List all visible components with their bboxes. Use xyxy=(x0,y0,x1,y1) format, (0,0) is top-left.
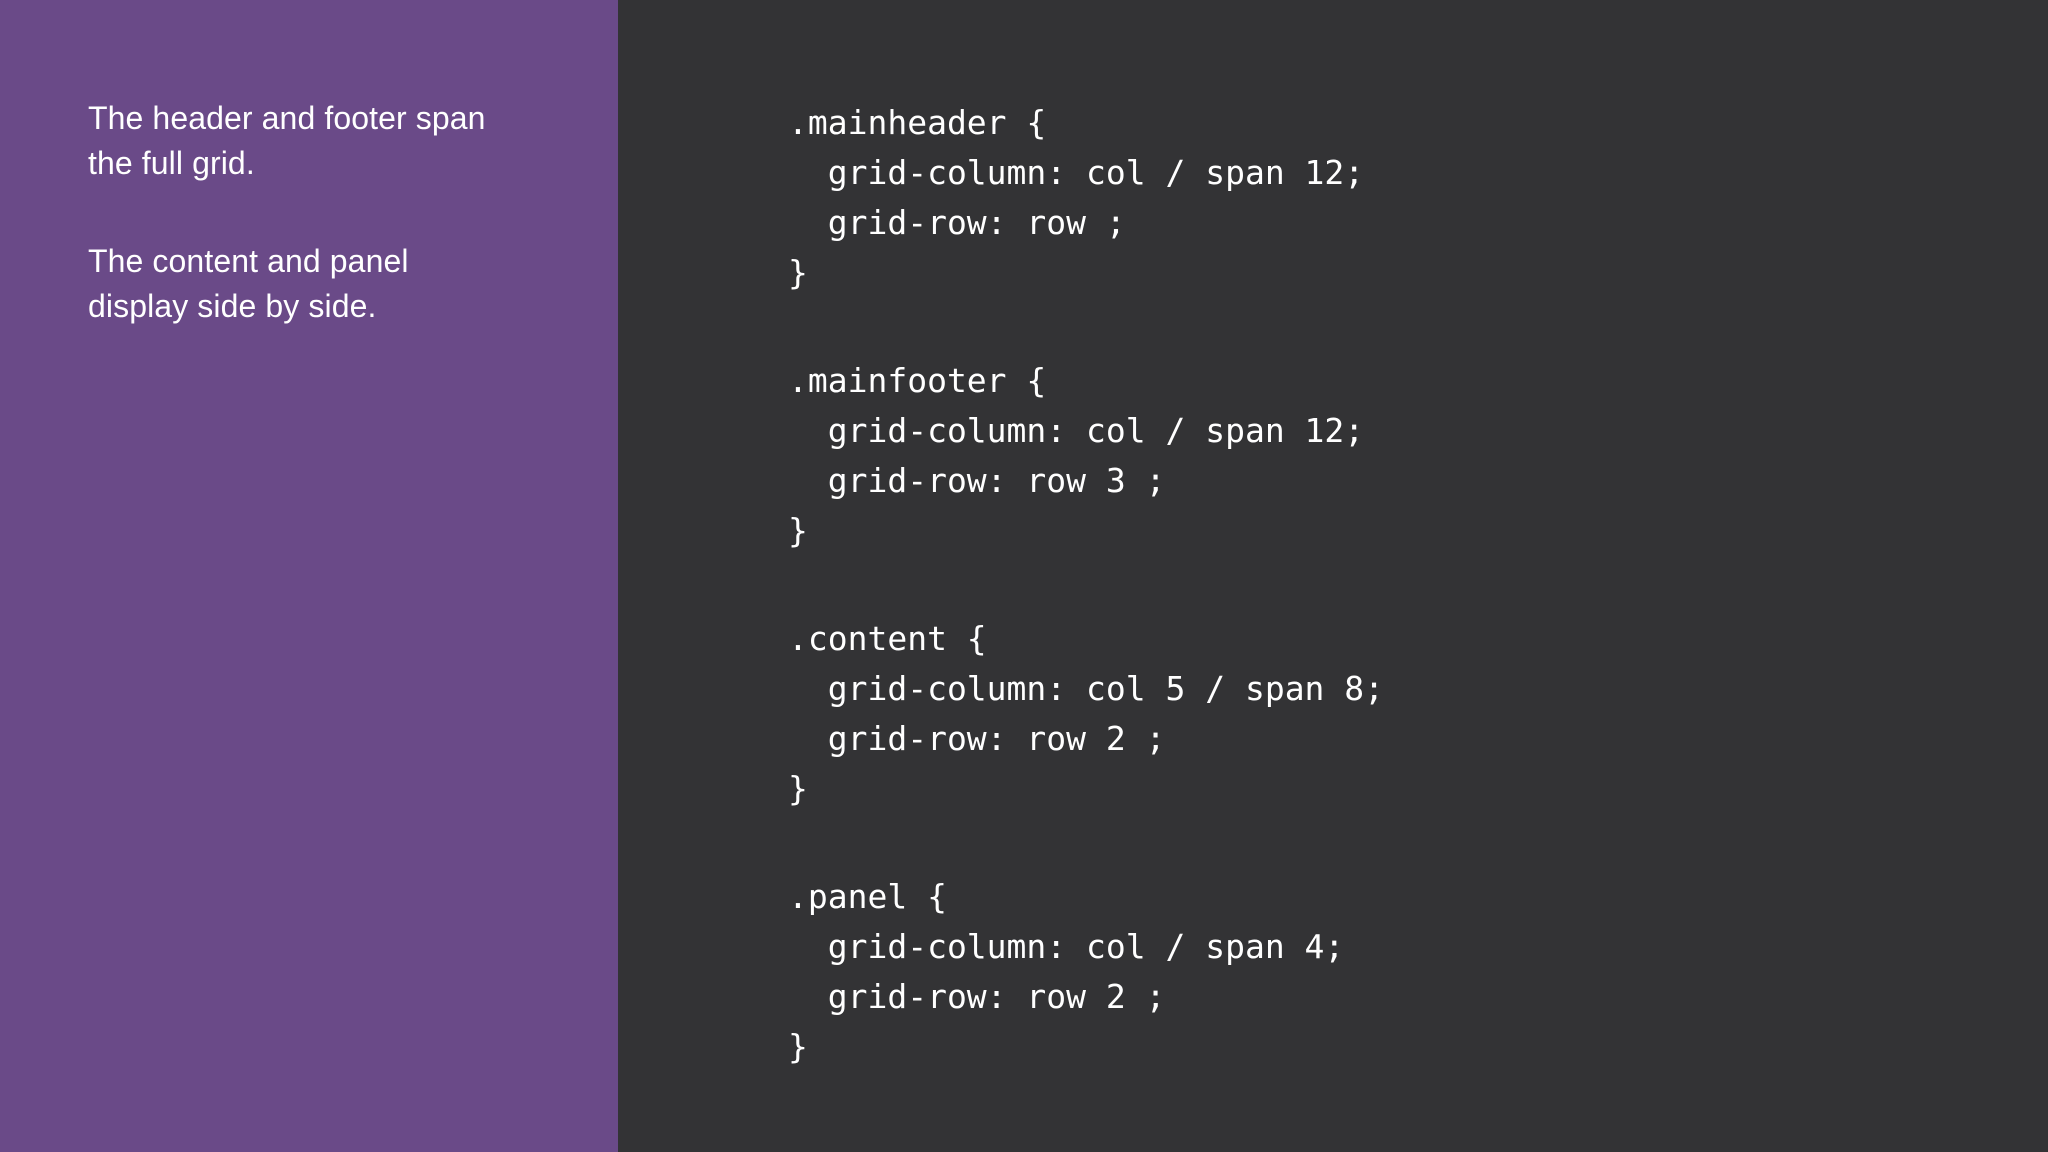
left-note-pane: The header and footer span the full grid… xyxy=(0,0,618,1152)
code-line-declaration: grid-row: row 2 ; xyxy=(788,977,1166,1016)
code-block-panel: .panel { grid-column: col / span 4; grid… xyxy=(788,872,2048,1072)
code-line-selector: .panel { xyxy=(788,877,947,916)
code-line-declaration: grid-column: col 5 / span 8; xyxy=(788,669,1385,708)
code-block-content: .content { grid-column: col 5 / span 8; … xyxy=(788,614,2048,814)
code-block-mainheader: .mainheader { grid-column: col / span 12… xyxy=(788,98,2048,298)
code-line-declaration: grid-row: row 2 ; xyxy=(788,719,1166,758)
code-line-close-brace: } xyxy=(788,1027,808,1066)
code-line-close-brace: } xyxy=(788,253,808,292)
code-line-close-brace: } xyxy=(788,511,808,550)
code-pane: .mainheader { grid-column: col / span 12… xyxy=(618,0,2048,1152)
note-text-2: The content and panel display side by si… xyxy=(88,242,409,325)
code-line-declaration: grid-column: col / span 12; xyxy=(788,411,1365,450)
code-line-selector: .mainheader { xyxy=(788,103,1047,142)
code-line-close-brace: } xyxy=(788,769,808,808)
code-line-declaration: grid-column: col / span 4; xyxy=(788,927,1345,966)
note-text-1: The header and footer span the full grid… xyxy=(88,100,486,182)
code-line-selector: .content { xyxy=(788,619,987,658)
code-line-declaration: grid-row: row ; xyxy=(788,203,1126,242)
code-line-selector: .mainfooter { xyxy=(788,361,1047,400)
code-line-declaration: grid-column: col / span 12; xyxy=(788,153,1365,192)
code-block-mainfooter: .mainfooter { grid-column: col / span 12… xyxy=(788,356,2048,556)
code-line-declaration: grid-row: row 3 ; xyxy=(788,461,1166,500)
